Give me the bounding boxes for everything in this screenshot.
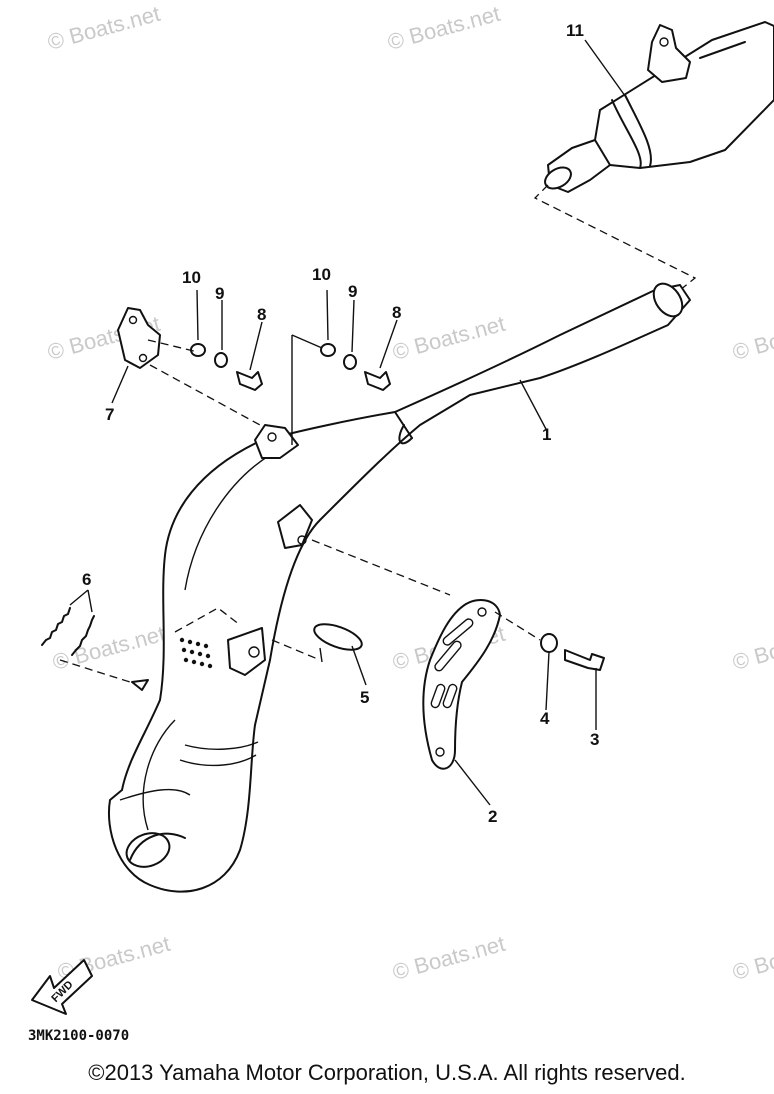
callout-8-left: 8 (257, 305, 266, 324)
callout-10-right: 10 (312, 265, 331, 284)
bolt-part (564, 649, 605, 671)
callout-4: 4 (540, 709, 550, 728)
silencer-part (544, 21, 774, 193)
watermark: © Boats.net (390, 311, 508, 365)
left-fastener-group (190, 343, 263, 391)
leader-lines (111, 39, 629, 806)
callout-2: 2 (488, 807, 497, 826)
callout-3: 3 (590, 730, 599, 749)
callout-6: 6 (82, 570, 91, 589)
part-code: 3MK2100-0070 (28, 1028, 129, 1044)
copyright-notice: ©2013 Yamaha Motor Corporation, U.S.A. A… (88, 1060, 686, 1085)
heat-protector-part (422, 599, 501, 770)
washer-part (540, 633, 558, 653)
springs-part (41, 589, 95, 656)
watermark: © Boats.net (730, 311, 774, 365)
callout-8-right: 8 (392, 303, 401, 322)
watermark: © Boats.net (50, 621, 168, 675)
callout-10-left: 10 (182, 268, 201, 287)
watermark: © Boats.net (390, 931, 508, 985)
gasket-part (313, 623, 363, 651)
exhaust-pipe-part (108, 282, 691, 893)
callout-1: 1 (542, 425, 551, 444)
callout-5: 5 (360, 688, 369, 707)
spring-hook-dots (179, 637, 213, 669)
bracket-part (117, 307, 161, 369)
callout-9-left: 9 (215, 284, 224, 303)
callout-11: 11 (566, 21, 584, 40)
watermark: © Boats.net (730, 621, 774, 675)
watermark: © Boats.net (385, 1, 503, 55)
watermark: © Boats.net (730, 931, 774, 985)
watermark: © Boats.net (45, 1, 163, 55)
callout-7: 7 (105, 405, 114, 424)
right-fastener-group (320, 343, 391, 391)
callout-9-right: 9 (348, 282, 357, 301)
assembly-line (533, 184, 697, 291)
forward-arrow-icon: FWD (31, 959, 93, 1015)
